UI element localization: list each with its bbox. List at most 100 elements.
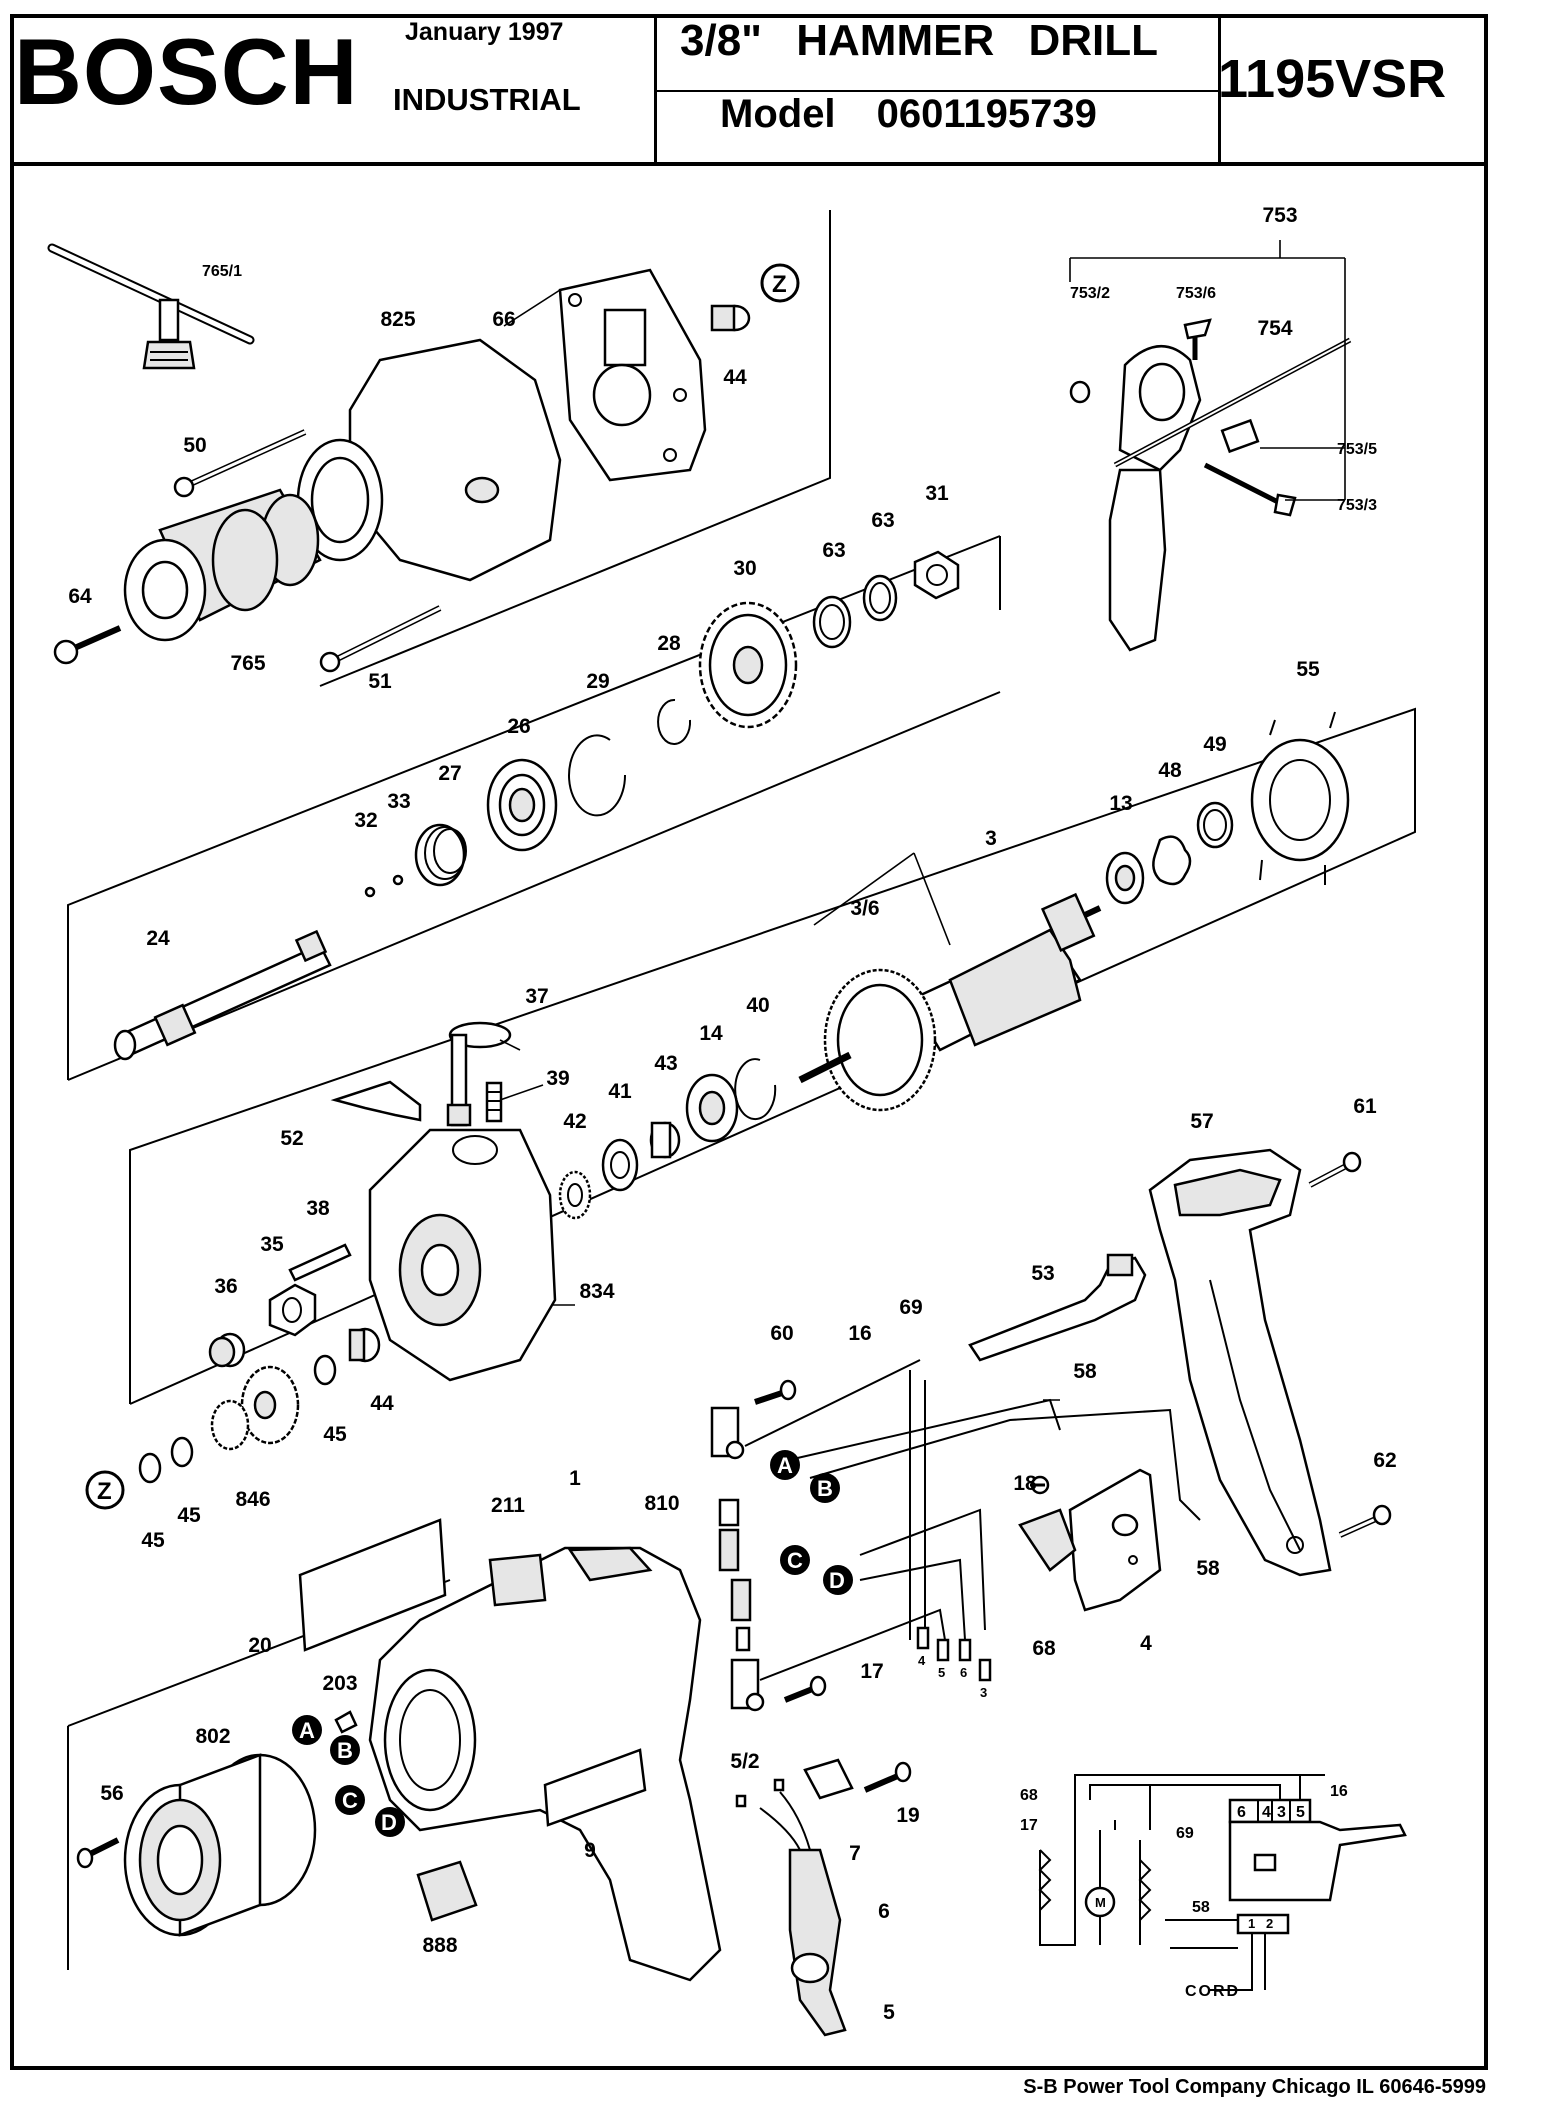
wiring-schematic [1038, 1774, 1407, 1991]
nameplate [298, 1518, 447, 1652]
svg-text:4: 4 [1262, 1804, 1271, 1821]
part-number-label: 33 [387, 790, 410, 813]
part-number-label: 765 [230, 652, 265, 675]
svg-text:A: A [299, 1718, 315, 1743]
part-number-label: 37 [525, 985, 548, 1008]
screw [1030, 1475, 1050, 1495]
part-number-label: 38 [306, 1197, 330, 1220]
svg-text:6: 6 [960, 1665, 967, 1680]
svg-text:6: 6 [1237, 1804, 1246, 1821]
part-number-label: 41 [608, 1080, 632, 1103]
part-number-label: 802 [195, 1725, 230, 1748]
model-label: Model 0601195739 [720, 92, 1097, 136]
part-number-label: 888 [422, 1934, 457, 1957]
part-number-label: 834 [579, 1280, 614, 1303]
brush-holder [710, 1406, 745, 1460]
part-number-label: 45 [141, 1529, 165, 1552]
spring-washer [1152, 835, 1192, 886]
connection-marker-b: B B [330, 1473, 840, 1765]
connection-marker-a: A A [292, 1450, 800, 1745]
document-title: 3/8" HAMMER DRILL [680, 16, 1158, 65]
part-number-label: 810 [644, 1492, 679, 1515]
intermediate-flange [368, 1128, 557, 1382]
svg-text:C: C [787, 1548, 803, 1573]
motor-housing [368, 1546, 722, 1982]
part-number-label: 36 [214, 1275, 237, 1298]
hex-nut [913, 550, 960, 600]
part-number-label: 5 [883, 2001, 895, 2024]
svg-text:CORD: CORD [1185, 1983, 1240, 2000]
part-number-label: 62 [1373, 1449, 1396, 1472]
part-number-label: 211 [491, 1494, 525, 1517]
washer [1196, 801, 1234, 849]
screw [1308, 1151, 1362, 1188]
connection-marker-d: D D [375, 1565, 853, 1837]
header-divider [654, 14, 657, 162]
screw [863, 1761, 912, 1793]
part-number-label: 753/2 [1070, 285, 1110, 302]
screw [783, 1675, 827, 1703]
spring [485, 1081, 503, 1123]
part-number-label: 203 [322, 1672, 357, 1695]
svg-text:A: A [777, 1453, 793, 1478]
carbon-brush [718, 1498, 740, 1572]
date-label: January 1997 [405, 18, 564, 46]
part-number-label: 55 [1296, 658, 1320, 681]
spindle [113, 929, 332, 1061]
part-number-label: 9 [584, 1839, 596, 1862]
label [416, 1860, 478, 1922]
reversing-lever [968, 1253, 1147, 1362]
part-number-label: 16 [848, 1322, 871, 1345]
pin [288, 1243, 352, 1282]
brush-holder [730, 1658, 765, 1712]
part-number-label: 13 [1109, 792, 1132, 815]
svg-text:Z: Z [772, 271, 787, 298]
gear-housing [296, 338, 562, 582]
cord-clamp [803, 1758, 854, 1800]
needle-thrust-washer [558, 1170, 592, 1220]
part-number-label: 44 [723, 366, 747, 389]
shift-lever [446, 1021, 512, 1127]
footer-text: S-B Power Tool Company Chicago IL 60646-… [1023, 2076, 1486, 2098]
part-number-label: 28 [657, 632, 681, 655]
part-number-label: 29 [586, 670, 609, 693]
header-divider [1218, 14, 1221, 162]
sleeve [735, 1778, 785, 1808]
lock-plate [330, 1080, 422, 1122]
part-number-label: 61 [1353, 1095, 1377, 1118]
svg-text:B: B [337, 1738, 353, 1763]
svg-text:17: 17 [1020, 1817, 1038, 1834]
part-number-label: 24 [146, 927, 170, 950]
part-number-label: 35 [260, 1233, 284, 1256]
wiring-labels: 68 17 16 69 58 CORD 6 4 3 5 1 2 M [1020, 1783, 1348, 2000]
washer [313, 1354, 337, 1386]
part-number-label: 17 [860, 1660, 883, 1683]
washer [138, 1452, 162, 1484]
svg-text:1: 1 [1248, 1916, 1255, 1931]
part-number-label: 42 [563, 1110, 586, 1133]
part-number-label: 53 [1031, 1262, 1054, 1285]
washer [862, 574, 898, 622]
svg-text:B: B [817, 1476, 833, 1501]
part-number-label: 19 [896, 1804, 919, 1827]
part-number-label: 846 [235, 1488, 270, 1511]
part-number-label: 50 [183, 434, 206, 457]
part-number-label: 765/1 [202, 263, 242, 280]
gear-cluster [210, 1365, 300, 1451]
wire-terminal-labels: 4 5 6 3 [918, 1653, 987, 1700]
part-number-label: 26 [507, 715, 530, 738]
retaining-ring [734, 1058, 777, 1121]
cord [759, 1791, 811, 1851]
part-number-label: 753/5 [1337, 441, 1377, 458]
part-number-label: 57 [1190, 1110, 1213, 1133]
part-number-label: 32 [354, 809, 377, 832]
washer [170, 1436, 194, 1468]
auxiliary-handle [1069, 318, 1352, 652]
part-number-label: 20 [248, 1634, 271, 1657]
screw [1338, 1504, 1392, 1538]
clutch [268, 1283, 317, 1337]
header-divider [657, 90, 1218, 92]
retaining-ring [657, 698, 692, 745]
retaining-ring [568, 734, 627, 817]
